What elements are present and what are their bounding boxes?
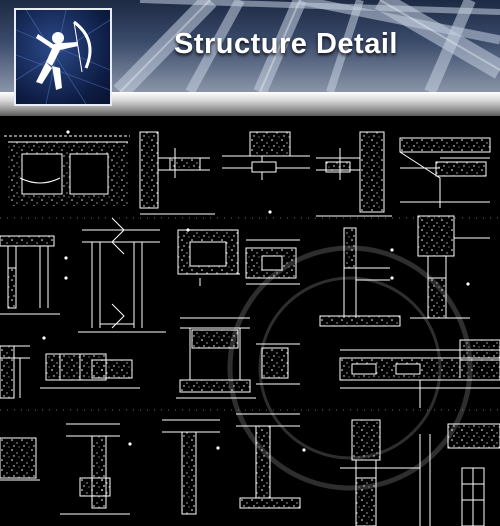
- detail-r2-f: [410, 215, 490, 319]
- banner-title: Structure Detail: [174, 28, 398, 60]
- detail-r1-d: [316, 131, 392, 217]
- detail-r2-e: [319, 227, 401, 327]
- archer-icon: [14, 8, 112, 106]
- detail-r3-a: [0, 345, 140, 399]
- detail-r1-b: [139, 131, 215, 215]
- detail-r3-c: [256, 343, 300, 385]
- detail-r4-d: [236, 413, 301, 509]
- detail-r4-c: [162, 419, 220, 515]
- detail-r2-c: [177, 229, 240, 286]
- detail-r4-f: [447, 423, 500, 526]
- detail-r2-b: [78, 217, 166, 333]
- detail-r4-a: [0, 437, 40, 481]
- cad-detail-drawings: [0, 118, 500, 526]
- detail-r1-c: [222, 131, 310, 180]
- detail-r1-a: [4, 135, 130, 206]
- detail-r4-b: [60, 423, 130, 515]
- detail-r3-e: [459, 339, 500, 378]
- detail-r1-e: [399, 137, 491, 208]
- steel-beams-background: [113, 0, 500, 92]
- detail-r4-e: [340, 419, 431, 526]
- detail-r2-a: [0, 235, 60, 315]
- detail-r3-b: [176, 317, 256, 399]
- detail-r2-d: [245, 239, 300, 285]
